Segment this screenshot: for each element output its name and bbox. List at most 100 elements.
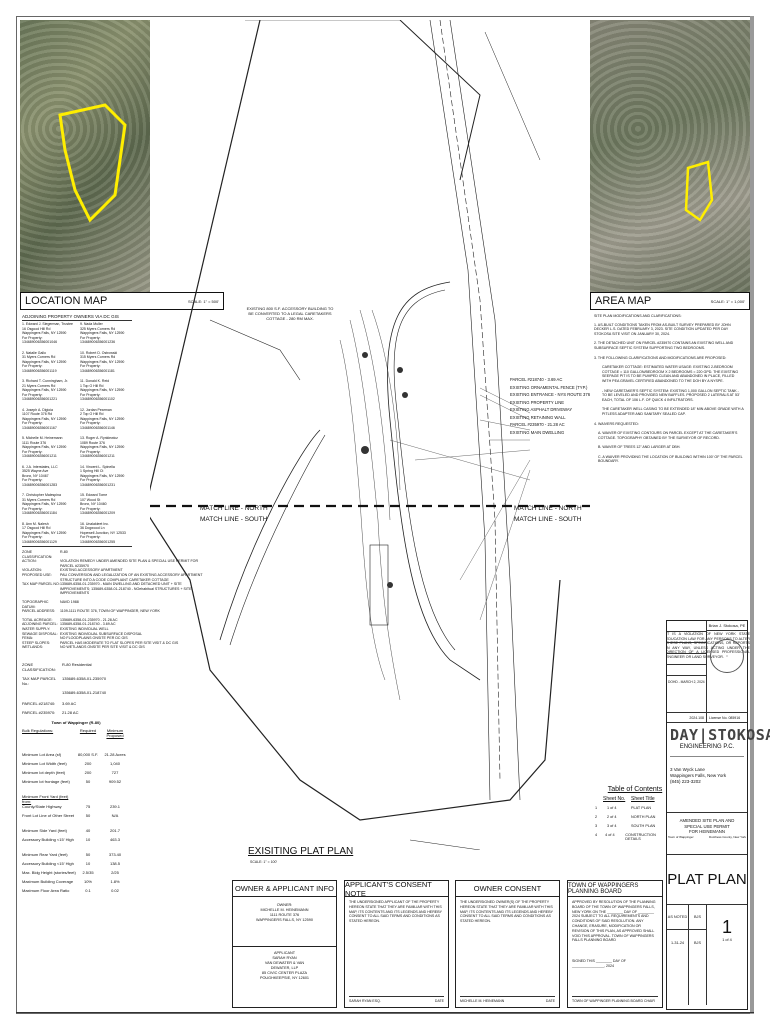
site-info-row: ADJOINING PARCEL:135689-6358-01-218740 -… [22, 622, 212, 627]
bulk-cell: Minimum Front Yard (feet) from: [22, 794, 69, 804]
owner-line: For Property: 134689006356001046 [22, 335, 58, 345]
owner-line: 1111 Route 376 [22, 440, 47, 445]
license-number: License No. 085916 [709, 716, 741, 720]
site-info-row: VIOLATION:EXISTING ACCESSORY APARTMENT [22, 568, 212, 573]
bulk-cell: 373.40 [108, 852, 122, 857]
owner-line: For Property: 134689006356001167 [22, 421, 57, 430]
bulk-cell: 40 [85, 828, 91, 833]
owner-line: 16. Unalakleet Inc. [80, 521, 109, 526]
plan-callout: PARCEL #235970 - 21.28 AC [510, 422, 565, 427]
owner-line: For Property: 134689006356001236 [80, 335, 116, 345]
zoning-label: ZONE CLASSIFICATION: [22, 662, 56, 672]
owner-line: Wappingers Falls, NY 12590 [22, 388, 67, 392]
owner-info-line: 1111 ROUTE 376 [269, 913, 300, 917]
location-map-aerial [20, 20, 150, 292]
road-centerline [439, 20, 501, 781]
site-info-value: NAVD 1988 [60, 599, 79, 604]
bulk-cell: 75 [85, 804, 91, 809]
bulk-cell: Maximum Floor Area Ratio [22, 888, 70, 893]
owner-line: Wappingers Falls, NY 12590 [22, 331, 67, 335]
pe-seal: ⚜ [710, 639, 744, 673]
zoning-value: 21.28 AC [62, 710, 79, 715]
site-info-label: FEMA: [22, 636, 33, 641]
zoning-label [22, 690, 62, 695]
zoning-row: PARCEL #235970:21.28 AC [22, 710, 132, 715]
bulk-cell: 239.1 [109, 804, 120, 809]
planning-board-title: TOWN OF WAPPINGERS PLANNING BOARD [568, 881, 662, 897]
bulk-cell: 0.1 [85, 888, 91, 893]
owner-line: 13. Roger A. Rynkiewicz [80, 436, 118, 440]
zoning-row: 135689-6358-01-218740 [22, 690, 132, 695]
owner-line: 8. Ann M. Nalesh [22, 521, 49, 526]
area-map-title: AREA MAP [595, 295, 652, 307]
checked-by: BJS [694, 940, 701, 945]
note-item: 3. THE FOLLOWING CLARIFICATIONS AND MODI… [594, 355, 727, 360]
owner-line: 12. Jordan Pearman [80, 407, 112, 412]
project-cell: AMENDED SITE PLAN AND SPECIAL USE PERMIT… [667, 813, 747, 855]
owner-line: For Property: 134689006356001255 [80, 535, 116, 544]
site-info-value: 135689-6358-01-235970 - MAIN DWELLING AN… [60, 582, 192, 596]
bulk-cell: 200 [84, 770, 92, 775]
site-plan-drawing [150, 20, 590, 850]
owner-line: 315 Myers Corners Rd [80, 355, 116, 359]
owner-line: 9. Nada Muller [80, 322, 103, 326]
project-town: Town of Wappinger [668, 834, 694, 839]
bulk-header-cell: Bulk Regulations: [22, 728, 54, 733]
zoning-label: TAX MAP PARCEL No.: [22, 676, 56, 686]
toc-index: 1 [595, 806, 598, 810]
planning-chair-label: TOWN OF WAPPINGER PLANNING BOARD CHAIR [572, 999, 655, 1003]
owner-line: 15. Edward Tome [80, 493, 108, 497]
bulk-cell: 909.52 [108, 779, 122, 784]
note-item: 2. THE DETACHED UNIT ON PARCEL #235970 C… [594, 341, 734, 350]
zoning-label: PARCEL #218740: [22, 701, 56, 706]
site-info-row: TAX MAP PARCEL NO:135689-6358-01-235970 … [22, 582, 212, 596]
bulk-cell: 2/25 [111, 870, 119, 875]
area-map-scale: SCALE: 1" = 1,000' [710, 298, 745, 304]
toc-header-title: Sheet Title [631, 796, 655, 802]
title-block: DOHD - MARCH 2, 2024 Brian J. Stokosa, P… [666, 620, 770, 1010]
bulk-regulations-table: Town of Wappinger (R-80) Bulk Regulations… [22, 720, 130, 897]
bulk-title: Town of Wappinger (R-80) [51, 720, 101, 725]
note-item: 1. AS-BUILT CONDITIONS TAKEN FROM AS-BUI… [594, 322, 731, 336]
zoning-row: PARCEL #218740:3.69 AC [22, 701, 132, 706]
bulk-header-cell: Minimum Proposed [106, 728, 124, 738]
owner-line: Wappingers Falls, NY 12590 [80, 473, 125, 478]
firm-subtitle: ENGINEERING P.C. [670, 744, 744, 757]
note-item: A. WAIVER OF EXISTING CONTOURS ON PARCEL… [598, 431, 738, 440]
owner-line: Wappingers Falls, NY 12590 [80, 445, 125, 449]
owner-line: For Property: 134689006356001209 [80, 506, 116, 516]
site-boundary-highlight [58, 103, 127, 223]
site-info-value: 135689-6358-01-235970 - 21.28 AC [60, 617, 118, 622]
owner-line: Wappingers Falls, NY 12590 [22, 416, 67, 421]
owner-line: 16 Osgood Hill Rd [22, 326, 51, 331]
applicant-consent-text: THE UNDERSIGNED APPLICANT OF THE PROPERT… [349, 900, 442, 924]
site-info-row: ACTION:VIOLATION REMEDY UNDER AMENDED SI… [22, 559, 212, 568]
site-info-row: TOTAL ACREAGE:135689-6358-01-235970 - 21… [22, 618, 212, 623]
site-plan-notes: SITE PLAN MODIFICATIONS AND CLARIFICATIO… [594, 314, 744, 469]
owner-line: Wappingers Falls, NY 12590 [80, 331, 125, 335]
owner-entry: 3. Richard T. Cunningham, Jr.21 Myers Co… [22, 379, 74, 402]
bulk-cell: Front Lot Line of Other Street [22, 813, 75, 818]
site-info-value: NO FLOODPLAINS ONSITE PER DC GIS [60, 636, 128, 641]
site-info-row: FEMA: NO FLOODPLAINS ONSITE PER DC GIS [22, 636, 212, 641]
owner-line: 31 Myers Corners Rd [22, 355, 56, 359]
applicant-consent-title: APPLICANT'S CONSENT NOTE [345, 880, 448, 898]
bulk-cell: 201.7 [109, 828, 120, 833]
bulk-cell: 50 [85, 779, 91, 784]
note-item: - NEW CARETAKER'S SEPTIC SYSTEM: EXISTIN… [602, 388, 740, 402]
date-label: DATE [545, 999, 555, 1003]
